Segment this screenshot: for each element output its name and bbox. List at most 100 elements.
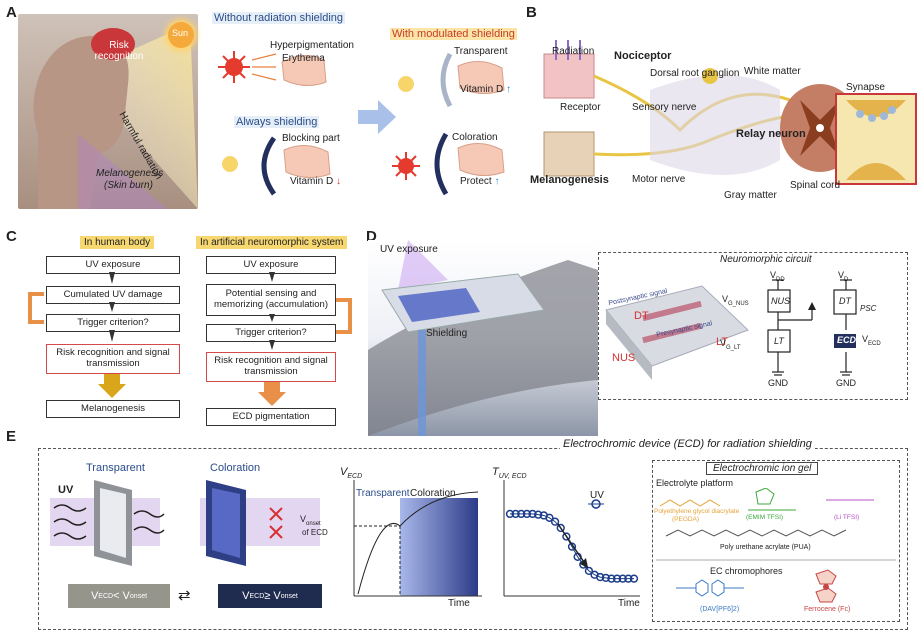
motor-nerve-label: Motor nerve bbox=[632, 174, 686, 185]
synapse-label: Synapse bbox=[846, 82, 885, 93]
ferrocene-label: Ferrocene (Fc) bbox=[804, 606, 851, 613]
pegda-structure bbox=[659, 499, 721, 507]
connection-arrow-icon bbox=[808, 302, 816, 310]
feedback-loop-artificial bbox=[336, 298, 352, 334]
orange-arrow-icon bbox=[258, 382, 286, 406]
panel-label-e: E bbox=[6, 428, 17, 445]
sun-icon bbox=[168, 22, 194, 48]
lt-circuit-label: LT bbox=[774, 336, 784, 346]
hand-icon bbox=[281, 55, 327, 86]
melanogenesis-label: Melanogenesis bbox=[530, 174, 609, 186]
transparent-label: Transparent bbox=[454, 46, 508, 57]
plot1-transparent-label: Transparent bbox=[356, 488, 410, 499]
human-step-4: Risk recognition and signal transmission bbox=[46, 344, 180, 374]
spinal-cord-label: Spinal cord bbox=[790, 180, 841, 191]
melanogenesis-label: Melanogenesis bbox=[96, 168, 164, 179]
circuit-schematic bbox=[767, 279, 857, 376]
uv-beam bbox=[398, 240, 448, 290]
vdd-label: VDD bbox=[770, 270, 785, 283]
hand-icon bbox=[457, 143, 505, 176]
down-arrow-icon: ↓ bbox=[335, 176, 341, 187]
colored-shield-arc bbox=[434, 132, 449, 196]
ecd-element bbox=[834, 334, 856, 348]
head-shape bbox=[33, 35, 129, 209]
emim-structure bbox=[755, 488, 775, 505]
sun-label: Sun bbox=[172, 28, 189, 38]
vesicles bbox=[856, 106, 896, 122]
burn-region bbox=[78, 134, 168, 209]
sun-small-icon bbox=[398, 76, 414, 92]
head-illustration bbox=[18, 14, 198, 209]
down-arrows bbox=[109, 272, 275, 350]
radiation-arrows bbox=[251, 53, 277, 81]
pegda-abbrev-label: (PEGDA) bbox=[672, 516, 700, 523]
ecd-active-area bbox=[398, 288, 480, 322]
nus-chip-label: NUS bbox=[612, 352, 636, 364]
litfsi-label: (Li TFSI) bbox=[834, 514, 860, 521]
transparent-heading: Transparent bbox=[86, 462, 145, 474]
uv-burst-icon bbox=[218, 51, 250, 83]
receptor-label: Receptor bbox=[560, 102, 601, 113]
data-point bbox=[528, 509, 537, 519]
dav-structure bbox=[676, 579, 744, 597]
neuromorphic-circuit-box bbox=[598, 252, 908, 400]
panel-label-a: A bbox=[6, 4, 17, 21]
postsynaptic-terminal bbox=[846, 163, 906, 180]
art-step-2: Potential sensing and memorizing (accumu… bbox=[206, 284, 336, 316]
uv-exposure-label: UV exposure bbox=[380, 244, 438, 255]
data-point bbox=[562, 532, 571, 541]
coloration-region bbox=[400, 498, 478, 596]
hand-photo bbox=[368, 240, 598, 436]
human-step-5: Melanogenesis bbox=[46, 400, 180, 418]
electrolyte-platform-label: Electrolyte platform bbox=[656, 478, 734, 488]
receptor-skin-block bbox=[543, 53, 595, 99]
skin-burn-label: (Skin burn) bbox=[104, 180, 153, 191]
chip-illustration bbox=[605, 285, 749, 380]
data-point bbox=[607, 574, 616, 583]
transition-arrow-icon bbox=[358, 100, 396, 134]
chip-side bbox=[606, 310, 652, 380]
hyperpigmentation-label: Hyperpigmentation bbox=[270, 40, 354, 51]
chip-substrate bbox=[605, 285, 749, 367]
vgnus-label: VG_NUS bbox=[722, 294, 749, 307]
shielding-label: Shielding bbox=[426, 328, 468, 339]
transparent-device-inner bbox=[100, 488, 126, 558]
psc-label: PSC bbox=[860, 304, 877, 313]
nus-circuit-label: NUS bbox=[771, 296, 791, 306]
art-step-5: ECD pigmentation bbox=[206, 408, 336, 426]
pua-structure bbox=[665, 529, 847, 537]
coloration-heading: Coloration bbox=[210, 462, 261, 474]
uv-wave-arrows bbox=[53, 504, 165, 540]
data-point bbox=[550, 517, 560, 526]
emim-label: (EMIM TFSI) bbox=[746, 514, 784, 521]
data-point bbox=[612, 574, 622, 583]
feedback-loop-human bbox=[28, 292, 44, 324]
modulated-shielding-illustration bbox=[392, 52, 505, 196]
ecd-states-illustration bbox=[50, 480, 320, 566]
up-arrow-icon: ↑ bbox=[494, 176, 500, 187]
modulated-shielding-heading: With modulated shielding bbox=[390, 28, 517, 40]
ferrocene-structure bbox=[815, 569, 837, 603]
gnd-label-2: GND bbox=[836, 378, 856, 388]
onset-label-2: of ECD bbox=[302, 528, 328, 537]
pua-label: Poly urethane acrylate (PUA) bbox=[720, 544, 811, 551]
gnd-label-1: GND bbox=[768, 378, 788, 388]
colored-device-inner bbox=[212, 488, 240, 558]
sun-small-icon bbox=[222, 156, 238, 172]
plot2-time-label: Time bbox=[618, 598, 640, 609]
vd-label: VD bbox=[838, 270, 849, 283]
plot1-coloration-label: Coloration bbox=[410, 488, 456, 499]
data-point bbox=[596, 572, 605, 582]
coloration-label: Coloration bbox=[452, 132, 498, 143]
plot1-time-label: Time bbox=[448, 598, 470, 609]
central-canal bbox=[816, 124, 824, 132]
gray-matter-label: Gray matter bbox=[724, 190, 777, 201]
chemical-structures bbox=[656, 488, 896, 603]
blocking-part-label: Blocking part bbox=[282, 133, 340, 144]
transmittance-points bbox=[505, 509, 639, 583]
hand-icon bbox=[457, 61, 505, 94]
tuv-axis-label: TUV, ECD bbox=[492, 466, 527, 481]
plot2-uv-legend: UV bbox=[590, 490, 604, 501]
data-point bbox=[624, 574, 633, 583]
art-step-4: Risk recognition and signal transmission bbox=[206, 352, 336, 382]
